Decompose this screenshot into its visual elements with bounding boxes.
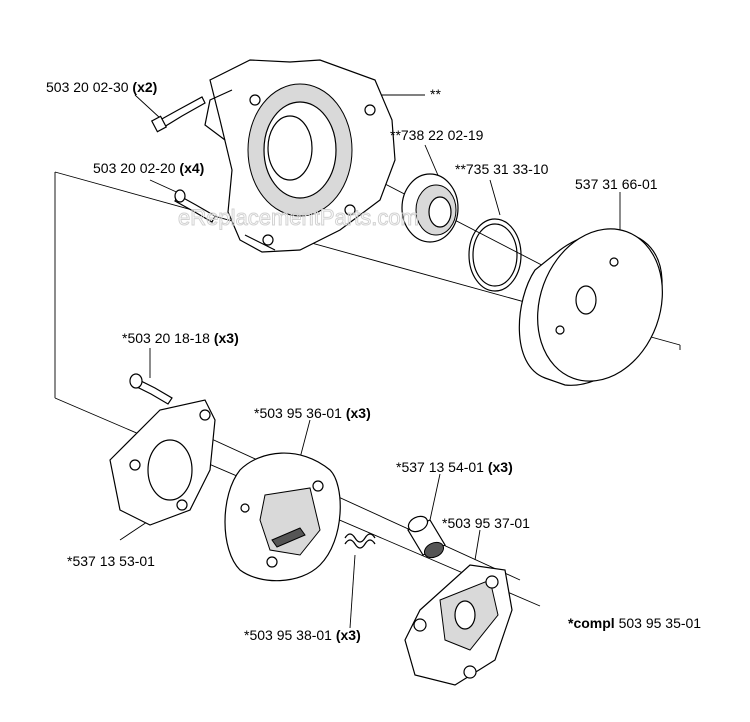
circlip-icon xyxy=(468,218,522,292)
label-spring: *503 95 38-01 (x3) xyxy=(244,627,361,643)
label-bushing: *537 13 54-01 (x3) xyxy=(396,459,513,475)
screw-x3-icon xyxy=(129,373,173,405)
bushing-icon xyxy=(407,515,446,559)
label-housing: ** xyxy=(430,86,441,102)
label-complete-kit: *compl 503 95 35-01 xyxy=(568,615,701,631)
watermark-text: eReplacementParts.com xyxy=(178,205,419,230)
label-front-plate: *503 95 37-01 xyxy=(442,515,530,531)
bearing-icon xyxy=(401,173,459,243)
label-rear-plate: *537 13 53-01 xyxy=(67,553,155,569)
clutch-drum-icon xyxy=(518,228,663,386)
label-clutch-drum: 537 31 66-01 xyxy=(575,176,658,192)
leader-lines xyxy=(119,94,621,629)
rear-plate-icon xyxy=(109,399,216,526)
clutch-shoe-icon xyxy=(224,452,341,582)
front-plate-icon xyxy=(404,564,513,686)
gear-housing-icon xyxy=(204,59,396,253)
label-circlip: **735 31 33-10 xyxy=(455,161,549,177)
screw-x4-icon xyxy=(174,189,216,223)
screw-x2-icon xyxy=(150,96,206,133)
label-clutch-shoe: *503 95 36-01 (x3) xyxy=(254,405,371,421)
spring-icon xyxy=(344,533,376,549)
label-screw-x4: 503 20 02-20 (x4) xyxy=(93,160,204,176)
label-screw-x3: *503 20 18-18 (x3) xyxy=(122,330,239,346)
label-screw-x2: 503 20 02-30 (x2) xyxy=(46,79,157,95)
label-bearing: **738 22 02-19 xyxy=(390,127,484,143)
